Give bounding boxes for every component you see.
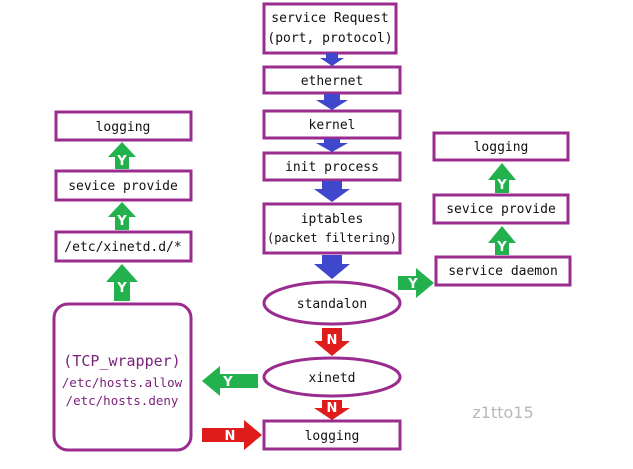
node-tcp-wrapper-title: (TCP_wrapper) bbox=[63, 352, 180, 370]
node-left-logging-label: logging bbox=[96, 120, 151, 135]
node-tcp-wrapper-allow: /etc/hosts.allow bbox=[62, 375, 183, 390]
yes-arrow-daemon-to-provide-right-label: Y bbox=[496, 240, 507, 255]
watermark-text: z1tto15 bbox=[472, 403, 533, 422]
node-service-request-line2: (port, protocol) bbox=[267, 31, 392, 46]
node-center-logging: logging bbox=[262, 419, 402, 451]
yes-arrow-provide-to-logging-right-label: Y bbox=[496, 178, 507, 193]
no-arrow-standalon-to-xinetd: N bbox=[314, 328, 350, 356]
yes-arrow-tcp-to-xinetd-d: Y bbox=[106, 264, 138, 301]
node-init-process-label: init process bbox=[285, 160, 379, 175]
flow-arrow-request-to-ethernet bbox=[320, 53, 344, 66]
node-standalon-label: standalon bbox=[297, 297, 367, 312]
yes-arrow-xinetd-d-to-provide-label: Y bbox=[116, 214, 127, 229]
no-arrow-standalon-to-xinetd-label: N bbox=[327, 333, 338, 348]
node-init-process: init process bbox=[262, 151, 402, 182]
node-kernel-label: kernel bbox=[309, 118, 356, 133]
node-standalon: standalon bbox=[262, 280, 402, 326]
node-left-logging: logging bbox=[54, 110, 193, 142]
yes-arrow-xinetd-to-tcp: Y bbox=[202, 366, 258, 396]
flow-arrow-iptables-to-standalon bbox=[314, 255, 350, 279]
node-xinetd-label: xinetd bbox=[309, 371, 356, 386]
yes-arrow-daemon-to-provide-right: Y bbox=[488, 226, 516, 255]
node-xinetd: xinetd bbox=[262, 356, 402, 398]
flow-arrow-ethernet-to-kernel bbox=[316, 94, 348, 110]
node-left-sevice-provide-label: sevice provide bbox=[68, 179, 178, 194]
node-tcp-wrapper-deny: /etc/hosts.deny bbox=[66, 393, 179, 408]
yes-arrow-provide-to-logging-right: Y bbox=[488, 163, 516, 193]
node-ethernet-label: ethernet bbox=[301, 74, 364, 89]
node-right-logging: logging bbox=[432, 131, 570, 162]
yes-arrow-provide-to-logging-left-label: Y bbox=[116, 154, 127, 169]
flow-arrow-kernel-to-init bbox=[316, 139, 348, 152]
flow-arrows bbox=[314, 53, 350, 279]
yes-arrow-provide-to-logging-left: Y bbox=[108, 142, 136, 169]
node-service-request-line1: service Request bbox=[271, 11, 388, 26]
no-arrow-tcp-to-logging-label: N bbox=[225, 429, 236, 444]
node-right-logging-label: logging bbox=[474, 140, 529, 155]
yes-arrow-standalon-to-daemon-label: Y bbox=[407, 277, 418, 292]
no-arrow-xinetd-to-logging-label: N bbox=[327, 401, 338, 416]
node-ethernet: ethernet bbox=[262, 65, 402, 95]
node-service-daemon: service daemon bbox=[434, 255, 572, 287]
flow-arrow-init-to-iptables bbox=[314, 181, 350, 202]
node-service-request: service Request (port, protocol) bbox=[262, 2, 398, 55]
node-right-sevice-provide: sevice provide bbox=[432, 193, 570, 225]
node-left-sevice-provide: sevice provide bbox=[54, 169, 193, 202]
yes-arrow-xinetd-to-tcp-label: Y bbox=[222, 375, 233, 390]
node-iptables-line1: iptables bbox=[301, 212, 364, 227]
yes-arrow-standalon-to-daemon: Y bbox=[398, 268, 434, 298]
node-kernel: kernel bbox=[262, 109, 402, 140]
node-right-sevice-provide-label: sevice provide bbox=[446, 202, 556, 217]
node-iptables: iptables (packet filtering) bbox=[262, 202, 402, 255]
node-iptables-line2: (packet filtering) bbox=[267, 231, 397, 245]
node-xinetd-d-label: /etc/xinetd.d/* bbox=[64, 240, 181, 255]
no-arrow-xinetd-to-logging: N bbox=[314, 400, 350, 420]
yes-arrow-xinetd-d-to-provide: Y bbox=[108, 202, 136, 230]
no-arrow-tcp-to-logging: N bbox=[202, 420, 262, 450]
node-center-logging-label: logging bbox=[305, 429, 360, 444]
node-tcp-wrapper: (TCP_wrapper) /etc/hosts.allow /etc/host… bbox=[52, 302, 193, 452]
node-service-daemon-label: service daemon bbox=[448, 264, 558, 279]
node-xinetd-d: /etc/xinetd.d/* bbox=[54, 230, 193, 263]
yes-arrow-tcp-to-xinetd-d-label: Y bbox=[116, 281, 127, 296]
